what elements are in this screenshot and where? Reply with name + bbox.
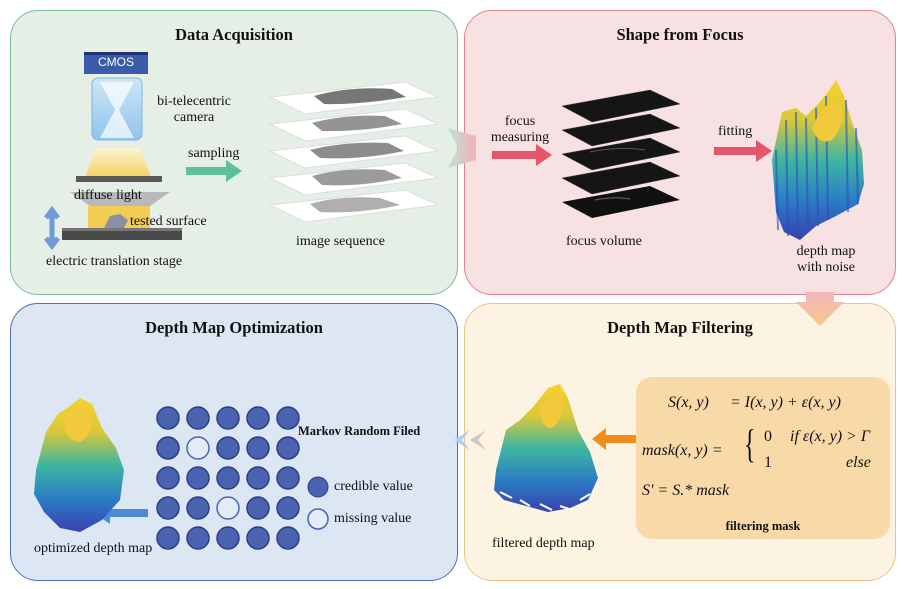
missing-value-label: missing value <box>334 511 412 526</box>
mrf-node-credible <box>186 466 210 490</box>
mrf-node-credible <box>186 496 210 520</box>
up-down-arrow-icon <box>44 205 60 251</box>
connector-filtering-to-opt <box>470 430 486 450</box>
camera-label: bi-telecentric camera <box>157 94 231 126</box>
equation-2-brace: { <box>744 421 756 466</box>
mrf-node-credible <box>156 526 180 550</box>
focus-measuring-label: focus measuring <box>490 114 550 146</box>
mrf-node-credible <box>156 496 180 520</box>
fitting-label: fitting <box>718 124 753 139</box>
mrf-node-credible <box>156 436 180 460</box>
diffuse-light-plate <box>70 192 170 206</box>
diffuse-light-label: diffuse light <box>74 188 142 203</box>
mrf-node-credible <box>276 436 300 460</box>
equation-1-lhs: S(x, y) <box>668 394 709 411</box>
mrf-node-credible <box>246 436 270 460</box>
mrf-node-credible <box>186 406 210 430</box>
depth-map-noise-label: depth map with noise <box>796 244 856 276</box>
equation-2-case1-value: 0 <box>764 428 772 445</box>
mrf-node-credible <box>276 496 300 520</box>
optimization-title: Depth Map Optimization <box>145 318 323 337</box>
light-beam <box>84 148 152 180</box>
filtering-mask-box <box>636 377 890 539</box>
missing-legend-icon <box>307 508 329 530</box>
mrf-node-credible <box>276 466 300 490</box>
mrf-node-credible <box>156 406 180 430</box>
mrf-node-credible <box>186 526 210 550</box>
equation-2-case1-cond: if ε(x, y) > Γ <box>790 428 870 445</box>
fitting-arrow <box>714 140 772 162</box>
mrf-node-credible <box>216 436 240 460</box>
sampling-arrow <box>186 160 242 182</box>
credible-legend-icon <box>307 476 329 498</box>
noisy-depth-map-surface <box>772 80 864 240</box>
tested-surface-label: tested surface <box>130 214 207 229</box>
mrf-node-credible <box>216 466 240 490</box>
mrf-node-credible <box>216 406 240 430</box>
image-sequence-label: image sequence <box>296 234 386 249</box>
mrf-node-missing <box>186 436 210 460</box>
mrf-grid <box>156 406 300 550</box>
mrf-label: Markov Random Filed <box>298 424 421 438</box>
connector-filtering-to-opt-2 <box>454 430 470 450</box>
stage-label: electric translation stage <box>46 254 183 269</box>
mrf-node-credible <box>246 406 270 430</box>
mrf-node-credible <box>246 526 270 550</box>
mrf-node-credible <box>156 466 180 490</box>
mrf-node-credible <box>276 406 300 430</box>
focus-volume-stack <box>561 89 681 218</box>
equation-2-case2-value: 1 <box>764 454 772 471</box>
mrf-node-credible <box>216 526 240 550</box>
mrf-node-credible <box>276 526 300 550</box>
mrf-node-credible <box>246 466 270 490</box>
focus-measuring-arrow <box>492 144 552 166</box>
equation-3: S' = S.* mask <box>642 482 730 499</box>
focus-volume-label: focus volume <box>566 234 642 249</box>
camera-illustration <box>44 52 182 251</box>
filtered-depth-map-surface <box>494 384 598 512</box>
optimized-depth-map-surface <box>34 398 124 532</box>
sff-title: Shape from Focus <box>616 25 744 44</box>
mrf-node-credible <box>246 496 270 520</box>
equation-1-rhs: = I(x, y) + ε(x, y) <box>730 394 841 411</box>
equation-2-case2-cond: else <box>846 454 871 471</box>
connector-sff-to-filtering <box>796 292 844 326</box>
cmos-label: CMOS <box>98 55 134 69</box>
tested-surface-object <box>104 214 128 228</box>
sampling-label: sampling <box>188 146 240 161</box>
equation-2-lhs: mask(x, y) = <box>642 442 723 459</box>
filter-arrow <box>592 428 636 450</box>
acquisition-title: Data Acquisition <box>175 25 293 44</box>
filtering-title: Depth Map Filtering <box>607 318 753 337</box>
filtered-depth-map-label: filtered depth map <box>492 536 595 551</box>
image-sequence-stack <box>268 81 440 223</box>
connector-acq-to-sff <box>448 128 476 168</box>
optimized-depth-map-label: optimized depth map <box>34 541 153 556</box>
credible-value-label: credible value <box>334 479 413 494</box>
mrf-node-missing <box>216 496 240 520</box>
diffuse-light-top <box>76 176 162 182</box>
cmos-sensor <box>84 52 148 74</box>
filtering-mask-caption: filtering mask <box>725 519 801 533</box>
